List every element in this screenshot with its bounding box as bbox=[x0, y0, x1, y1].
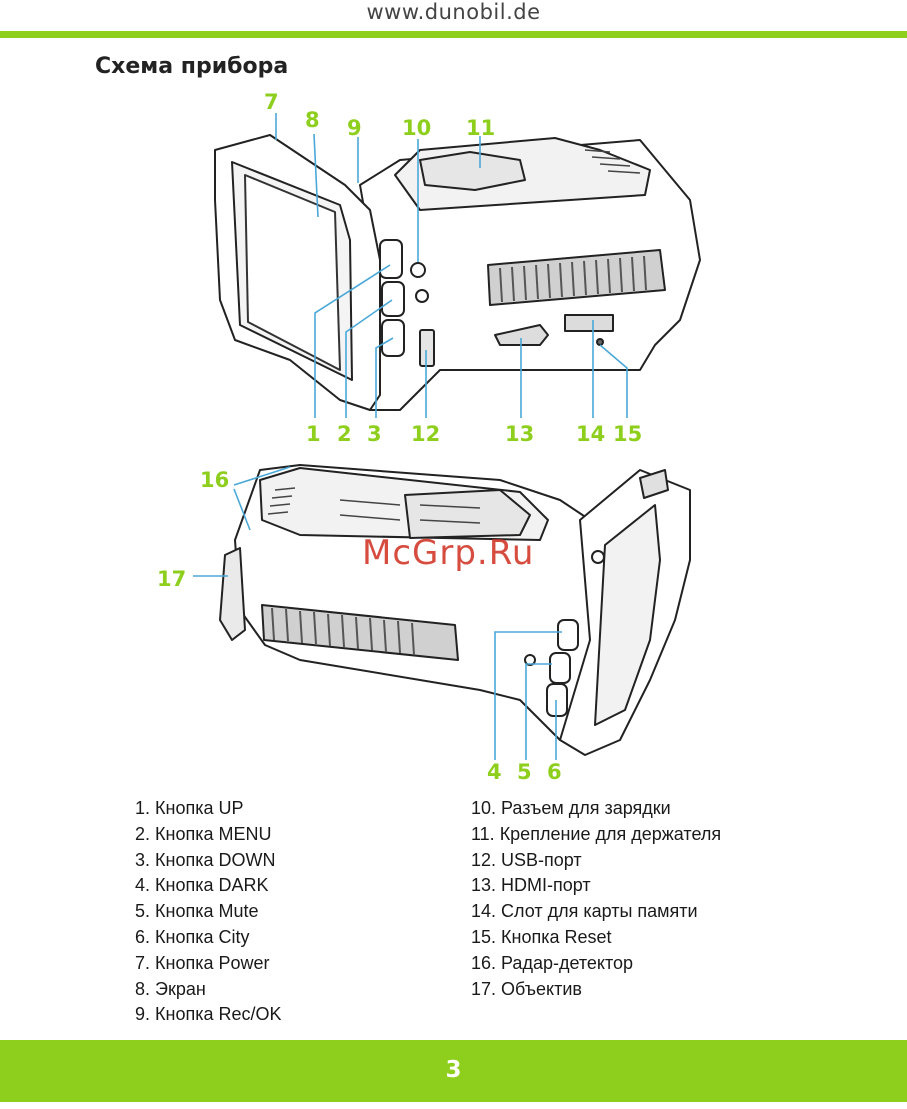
page-title: Схема прибора bbox=[95, 54, 289, 79]
legend-item: 1. Кнопка UP bbox=[135, 798, 244, 818]
callout-4: 4 bbox=[487, 760, 502, 784]
callout-8: 8 bbox=[305, 108, 320, 132]
callout-3: 3 bbox=[367, 422, 382, 446]
callout-10: 10 bbox=[402, 116, 431, 140]
legend-item: 2. Кнопка MENU bbox=[135, 823, 272, 844]
legend-item: 10. Разъем для зарядки bbox=[471, 798, 671, 818]
watermark: McGrp.Ru bbox=[362, 533, 535, 573]
legend-item: 14. Слот для карты памяти bbox=[471, 901, 698, 922]
callout-14: 14 bbox=[576, 422, 605, 446]
legend-item: 11. Крепление для держателя bbox=[471, 823, 722, 844]
page-number: 3 bbox=[445, 1057, 462, 1083]
bottom-accent-bar bbox=[0, 1040, 907, 1102]
callout-9: 9 bbox=[347, 116, 362, 140]
legend-item: 13. HDMI-порт bbox=[471, 875, 591, 896]
callout-5: 5 bbox=[517, 760, 532, 784]
callout-numbers: 7 8 9 10 11 1 2 3 12 13 14 15 16 17 4 5 … bbox=[157, 90, 642, 784]
top-accent-bar bbox=[0, 31, 907, 38]
legend-item: 12. USB-порт bbox=[471, 849, 582, 870]
legend-item: 4. Кнопка DARK bbox=[135, 875, 269, 896]
callout-7: 7 bbox=[264, 90, 279, 114]
callout-6: 6 bbox=[547, 760, 562, 784]
legend-item: 3. Кнопка DOWN bbox=[135, 849, 276, 870]
device-rear-view bbox=[214, 134, 701, 411]
site-url: www.dunobil.de bbox=[366, 0, 541, 24]
legend-item: 5. Кнопка Mute bbox=[135, 901, 259, 922]
callout-13: 13 bbox=[505, 422, 534, 446]
device-front-view bbox=[219, 464, 691, 756]
legend-item: 16. Радар-детектор bbox=[471, 952, 634, 973]
legend-item: 17. Объектив bbox=[471, 978, 582, 999]
callout-16: 16 bbox=[200, 468, 229, 492]
callout-17: 17 bbox=[157, 567, 186, 591]
callout-15: 15 bbox=[613, 422, 642, 446]
legend-right-column: 10. Разъем для зарядки 11. Крепление для… bbox=[471, 796, 721, 1002]
legend-item: 6. Кнопка City bbox=[135, 926, 250, 947]
callout-2: 2 bbox=[337, 422, 352, 446]
leader-lines-top bbox=[275, 113, 628, 418]
legend-item: 9. Кнопка Rec/OK bbox=[135, 1004, 282, 1025]
callout-1: 1 bbox=[306, 422, 321, 446]
callout-12: 12 bbox=[411, 422, 440, 446]
legend-item: 7. Кнопка Power bbox=[135, 952, 270, 973]
legend-item: 8. Экран bbox=[135, 978, 206, 999]
leader-lines-bottom bbox=[193, 466, 562, 760]
legend-item: 15. Кнопка Reset bbox=[471, 926, 612, 947]
legend-left-column: 1. Кнопка UP 2. Кнопка MENU 3. Кнопка DO… bbox=[135, 796, 282, 1028]
callout-11: 11 bbox=[466, 116, 495, 140]
